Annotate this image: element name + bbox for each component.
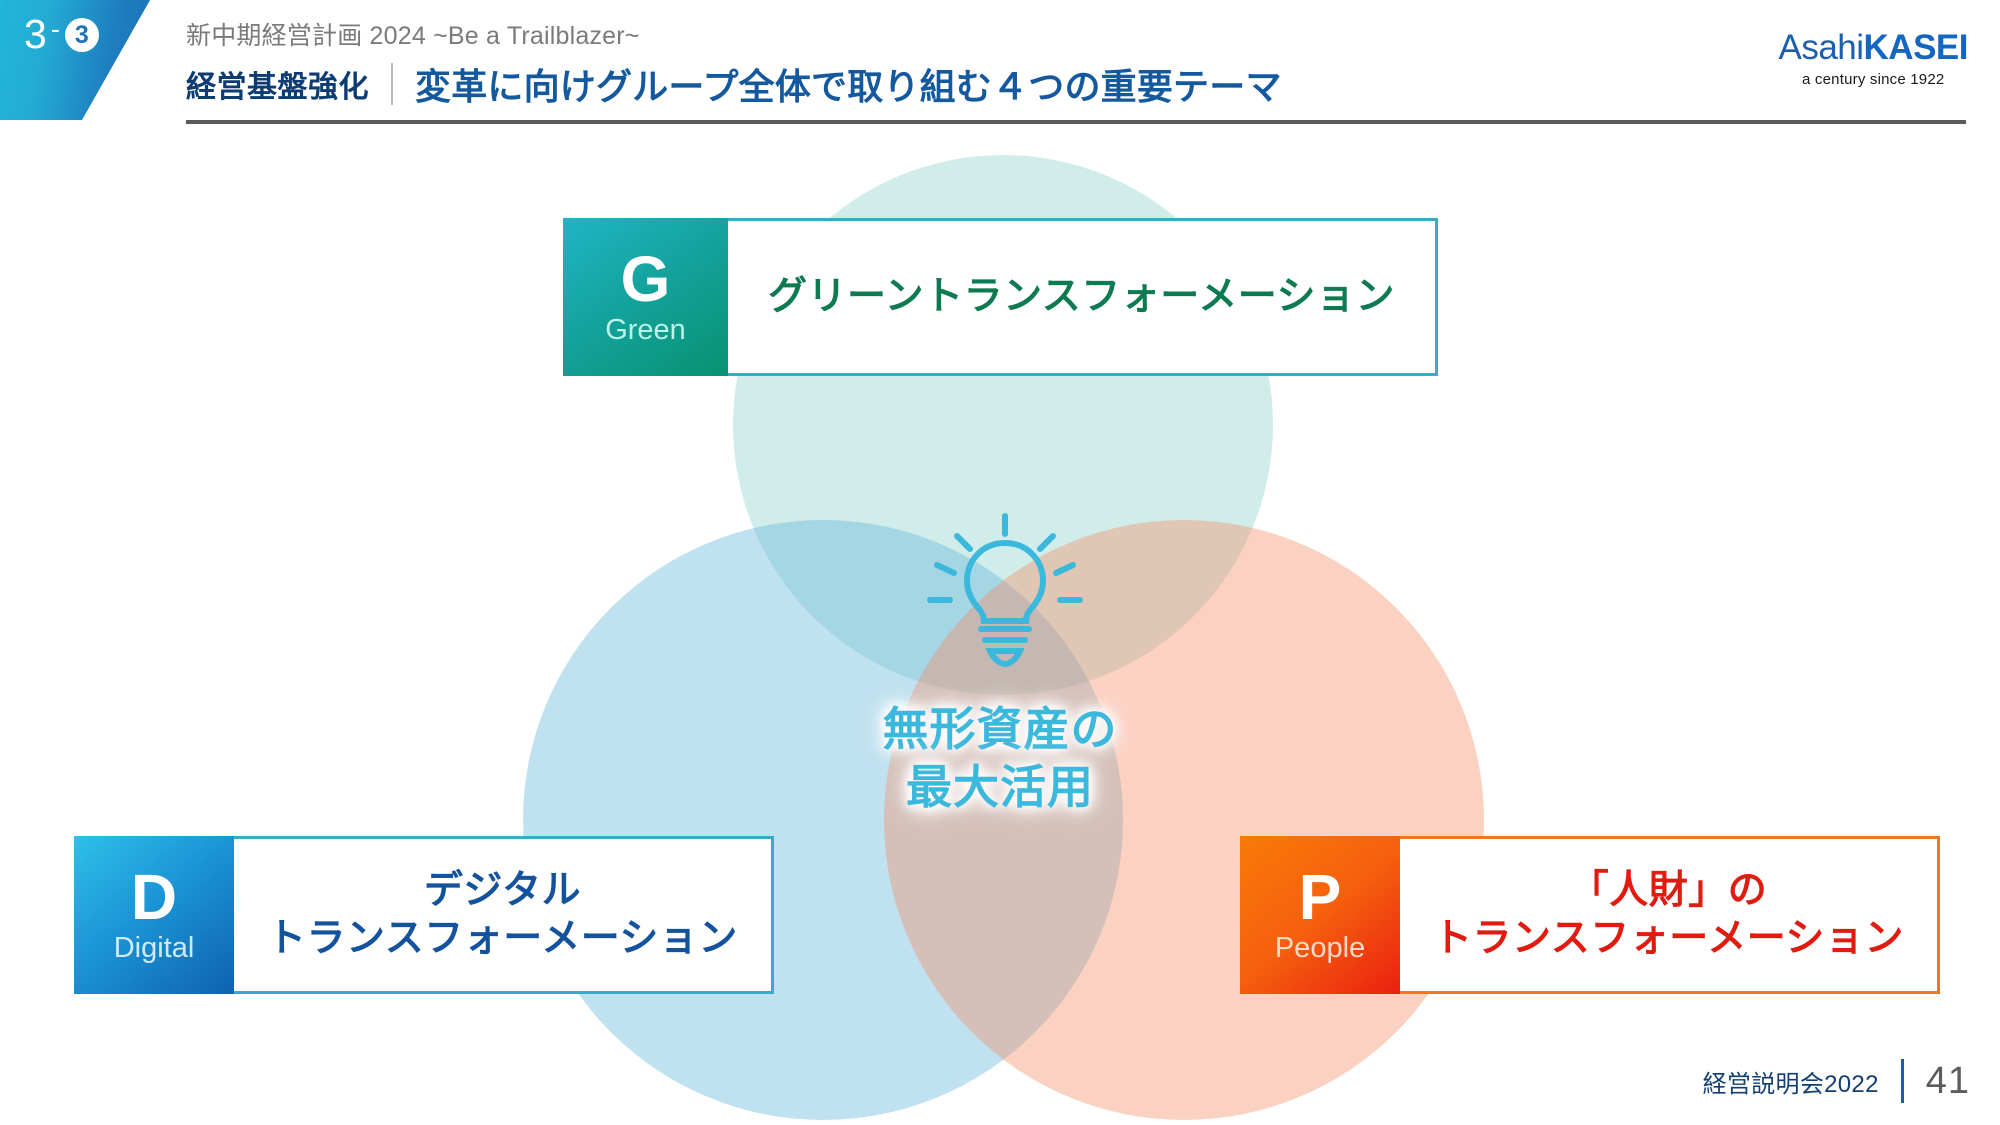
theme-body-green: グリーントランスフォーメーション [728,218,1438,376]
badge-letter-green: G [620,243,671,316]
badge-digital: D Digital [74,836,234,994]
logo-tagline: a century since 1922 [1802,71,1945,88]
page-title: 変革に向けグループ全体で取り組む４つの重要テーマ [415,66,1282,107]
theme-body-digital: デジタル トランスフォーメーション [234,836,774,994]
badge-word-people: People [1274,931,1366,964]
center-message-line2: 最大活用 [906,761,1094,814]
section-number: 3 [24,10,47,57]
logo-brand-light: Asahi [1778,28,1864,67]
header-subtitle: 新中期経営計画 2024 ~Be a Trailblazer~ [186,22,640,50]
section-dash: - [50,13,60,44]
logo-brand-bold: KASEI [1863,28,1969,67]
theme-label-green: グリーントランスフォーメーション [768,275,1395,319]
badge-letter-people: P [1298,861,1342,934]
theme-body-people: 「人財」の トランスフォーメーション [1400,836,1940,994]
theme-label-digital: デジタル トランスフォーメーション [267,867,738,962]
theme-label-people-line1: 「人財」の [1569,869,1768,913]
theme-label-people: 「人財」の トランスフォーメーション [1433,867,1904,962]
theme-label-digital-line1: デジタル [423,869,582,913]
badge-word-digital: Digital [113,931,195,964]
section-number-badge: 3 - 3 [24,8,124,60]
badge-letter-digital: D [130,861,178,934]
header-category: 経営基盤強化 [186,71,369,104]
theme-box-people[interactable]: P People 「人財」の トランスフォーメーション [1240,836,1940,994]
footer: 経営説明会2022 41 [1703,1059,1970,1103]
badge-people: P People [1240,836,1400,994]
logo-wordmark: AsahiKASEI [1778,30,1968,65]
badge-green: G Green [563,218,728,376]
theme-label-people-line2: トランスフォーメーション [1433,917,1904,960]
header-title-row: 経営基盤強化 変革に向けグループ全体で取り組む４つの重要テーマ [186,58,1282,110]
theme-box-green[interactable]: G Green グリーントランスフォーメーション [563,218,1438,376]
header-rule [186,120,1966,124]
center-message: 無形資産の 最大活用 [700,700,1300,817]
footer-divider [1900,1059,1904,1103]
badge-word-green: Green [605,313,686,346]
lightbulb-icon [920,508,1090,668]
page-number: 41 [1925,1059,1970,1102]
header-divider [391,63,393,105]
center-message-line1: 無形資産の [882,703,1118,755]
section-sub-number: 3 [64,18,99,52]
company-logo: AsahiKASEI a century since 1922 [1778,30,1968,88]
theme-box-digital[interactable]: D Digital デジタル トランスフォーメーション [74,836,774,994]
theme-label-digital-line2: トランスフォーメーション [267,917,738,960]
footer-label: 経営説明会2022 [1702,1070,1879,1098]
